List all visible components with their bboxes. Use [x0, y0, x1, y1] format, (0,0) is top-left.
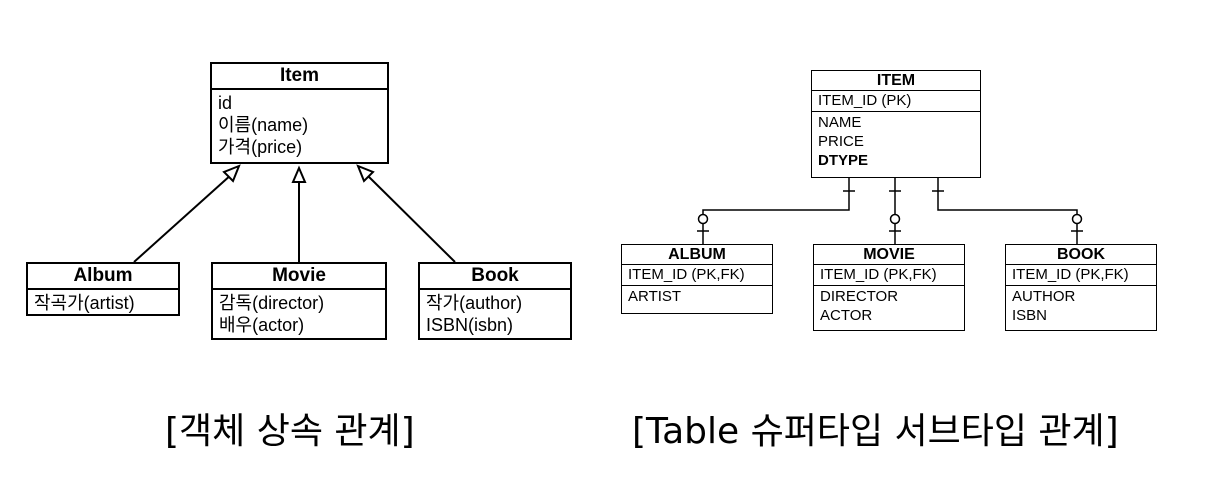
table-movie: MOVIE ITEM_ID (PK,FK) DIRECTOR ACTOR — [813, 244, 965, 331]
inheritance-line-album — [133, 173, 233, 263]
table-album-pk: ITEM_ID (PK,FK) — [622, 265, 772, 286]
table-item-name: ITEM — [812, 71, 980, 91]
class-item: Item id 이름(name) 가격(price) — [210, 62, 389, 164]
table-album-name: ALBUM — [622, 245, 772, 265]
table-book-name: BOOK — [1006, 245, 1156, 265]
class-movie-name: Movie — [213, 264, 385, 290]
class-movie: Movie 감독(director) 배우(actor) — [211, 262, 387, 340]
class-album-name: Album — [28, 264, 178, 290]
table-book-pk: ITEM_ID (PK,FK) — [1006, 265, 1156, 286]
table-book-column: AUTHOR — [1012, 288, 1076, 305]
class-movie-field: 감독(director) — [219, 293, 325, 313]
table-movie-name: MOVIE — [814, 245, 964, 265]
table-movie-column: ACTOR — [820, 307, 873, 324]
class-item-field: id — [218, 93, 233, 113]
table-movie-column: DIRECTOR — [820, 288, 899, 305]
class-movie-field: 배우(actor) — [219, 315, 305, 335]
inheritance-arrow-movie — [291, 165, 307, 183]
table-item: ITEM ITEM_ID (PK) NAME PRICE DTYPE — [811, 70, 981, 178]
class-book-name: Book — [420, 264, 570, 290]
table-book: BOOK ITEM_ID (PK,FK) AUTHOR ISBN — [1005, 244, 1157, 331]
relation-line-book — [937, 178, 1078, 244]
class-book-field: 작가(author) — [426, 293, 523, 313]
table-album-column: ARTIST — [628, 288, 682, 305]
class-album: Album 작곡가(artist) — [26, 262, 180, 316]
table-item-pk: ITEM_ID (PK) — [812, 91, 980, 112]
table-movie-pk: ITEM_ID (PK,FK) — [814, 265, 964, 286]
class-item-name: Item — [212, 64, 387, 90]
table-item-column: NAME — [818, 114, 862, 131]
relation-line-album — [702, 178, 850, 244]
class-item-field: 가격(price) — [218, 137, 303, 157]
table-album: ALBUM ITEM_ID (PK,FK) ARTIST — [621, 244, 773, 314]
class-item-field: 이름(name) — [218, 115, 309, 135]
table-item-column-dtype: DTYPE — [818, 152, 869, 169]
class-album-field: 작곡가(artist) — [34, 293, 135, 313]
class-book-field: ISBN(isbn) — [426, 315, 514, 335]
object-model-caption: [객체 상속 관계] — [165, 411, 415, 452]
inheritance-arrow-book — [356, 164, 375, 183]
table-book-column: ISBN — [1012, 307, 1048, 324]
inheritance-arrow-album — [222, 164, 241, 183]
table-item-column: PRICE — [818, 133, 864, 150]
class-book: Book 작가(author) ISBN(isbn) — [418, 262, 572, 340]
inheritance-line-book — [365, 173, 456, 263]
table-model-caption: [Table 슈퍼타입 서브타입 관계] — [632, 411, 1119, 452]
